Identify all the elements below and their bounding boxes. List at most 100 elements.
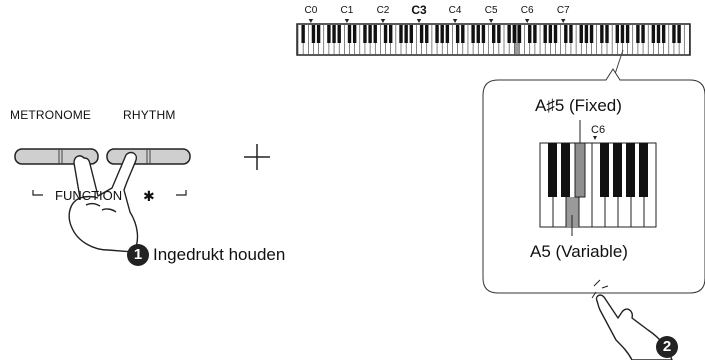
c-marker xyxy=(452,19,458,23)
keyboard-black-key xyxy=(564,25,568,43)
keyboard-black-key xyxy=(471,25,475,43)
zoom-black-key xyxy=(548,143,557,197)
step-2-badge: 2 xyxy=(656,336,678,358)
keyboard-black-key xyxy=(507,25,511,43)
keyboard-black-key xyxy=(389,25,393,43)
keyboard-black-key xyxy=(497,25,501,43)
keyboard-black-key xyxy=(316,25,321,43)
keyboard-black-key xyxy=(368,25,372,43)
keyboard-black-key xyxy=(399,25,403,43)
keyboard-c-label: C4 xyxy=(448,5,462,16)
keyboard-black-key xyxy=(548,25,553,43)
keyboard-black-key xyxy=(383,25,388,43)
keyboard-black-key xyxy=(620,25,625,43)
keyboard-c-label: C0 xyxy=(304,5,318,16)
zoom-c6-marker xyxy=(593,136,597,140)
variable-key-label: A5 (Variable) xyxy=(530,242,628,261)
c-marker xyxy=(561,19,566,23)
rhythm-button xyxy=(106,148,191,165)
keyboard-black-key xyxy=(347,25,352,43)
function-label: FUNCTION xyxy=(55,188,123,203)
keyboard-black-key xyxy=(569,25,573,43)
c-marker xyxy=(416,19,422,23)
keyboard-black-key xyxy=(636,25,640,43)
keyboard-black-key xyxy=(440,25,444,43)
keyboard-black-key xyxy=(553,25,558,43)
keyboard-black-key xyxy=(543,25,547,43)
keyboard-black-key xyxy=(625,25,630,43)
keyboard-black-key xyxy=(579,25,583,43)
keyboard-black-key xyxy=(481,25,486,43)
keyboard-black-key xyxy=(600,25,604,43)
keyboard-black-key xyxy=(373,25,377,43)
keyboard-black-key xyxy=(528,25,532,43)
zoom-black-key-asharp5 xyxy=(574,142,586,198)
keyboard-black-key xyxy=(301,25,305,43)
keyboard-black-key xyxy=(589,25,594,43)
keyboard-black-key xyxy=(445,25,450,43)
keyboard-black-key xyxy=(409,25,413,43)
keyboard-black-key xyxy=(677,25,681,43)
keyboard-c-label: C3 xyxy=(411,3,427,17)
keyboard-black-key xyxy=(461,25,465,43)
keyboard-black-key xyxy=(332,25,336,43)
control-buttons xyxy=(14,148,191,165)
c-marker xyxy=(488,19,494,23)
keyboard-black-key xyxy=(492,25,496,43)
keyboard-black-key xyxy=(476,25,480,43)
fixed-key-label: A♯5 (Fixed) xyxy=(535,96,622,115)
bluetooth-icon: ✱ xyxy=(143,188,155,204)
keyboard-c-markers xyxy=(308,19,566,23)
keyboard-black-key xyxy=(672,25,676,43)
step-1-badge: 1 xyxy=(127,244,149,266)
keyboard-black-key xyxy=(425,25,429,43)
zoom-keyboard xyxy=(539,120,657,236)
zoom-highlight-a5 xyxy=(566,197,579,227)
c-marker xyxy=(308,19,314,23)
keyboard-black-key xyxy=(363,25,367,43)
keyboard-black-key xyxy=(337,25,341,43)
keyboard-black-key xyxy=(517,25,522,43)
zoom-black-key xyxy=(561,143,570,197)
keyboard-black-key xyxy=(661,25,666,43)
hand-press-icon xyxy=(68,151,139,253)
keyboard-black-key xyxy=(641,25,645,43)
zoom-black-key xyxy=(613,143,622,197)
highlighted-key-a5 xyxy=(514,25,520,54)
keyboard-black-key xyxy=(533,25,537,43)
metronome-label: METRONOME xyxy=(10,108,92,122)
keyboard-black-key xyxy=(419,25,424,43)
keyboard-black-key xyxy=(512,25,516,43)
keyboard-c-label: C5 xyxy=(484,5,498,16)
keyboard-black-keys xyxy=(301,25,681,43)
keyboard-black-key xyxy=(327,25,331,43)
zoom-black-key xyxy=(600,143,609,197)
keyboard-black-key xyxy=(605,25,609,43)
zoom-keyboard-frame xyxy=(539,142,657,228)
full-keyboard xyxy=(296,19,691,56)
c-marker xyxy=(524,19,530,23)
keyboard-black-key xyxy=(615,25,619,43)
keyboard-black-key xyxy=(352,25,357,43)
keyboard-black-key xyxy=(651,25,656,43)
c-marker xyxy=(344,19,350,23)
keyboard-black-key xyxy=(311,25,316,43)
plus-icon xyxy=(244,144,270,170)
keyboard-black-key xyxy=(584,25,589,43)
zoom-black-key xyxy=(626,143,635,197)
keyboard-black-key xyxy=(656,25,661,43)
zoom-black-key xyxy=(639,143,648,197)
keyboard-c-label: C7 xyxy=(556,5,570,16)
keyboard-black-key xyxy=(455,25,460,43)
rhythm-label: RHYTHM xyxy=(123,108,176,122)
keyboard-black-key xyxy=(435,25,439,43)
keyboard-c-label: C2 xyxy=(376,5,390,16)
keyboard-black-key xyxy=(404,25,408,43)
step-1-text: Ingedrukt houden xyxy=(153,245,286,264)
keyboard-c-label: C1 xyxy=(340,5,354,16)
function-bracket xyxy=(32,190,187,196)
zoom-c6-label: C6 xyxy=(591,124,606,136)
keyboard-c-label: C6 xyxy=(520,5,534,16)
c-marker xyxy=(380,19,386,23)
